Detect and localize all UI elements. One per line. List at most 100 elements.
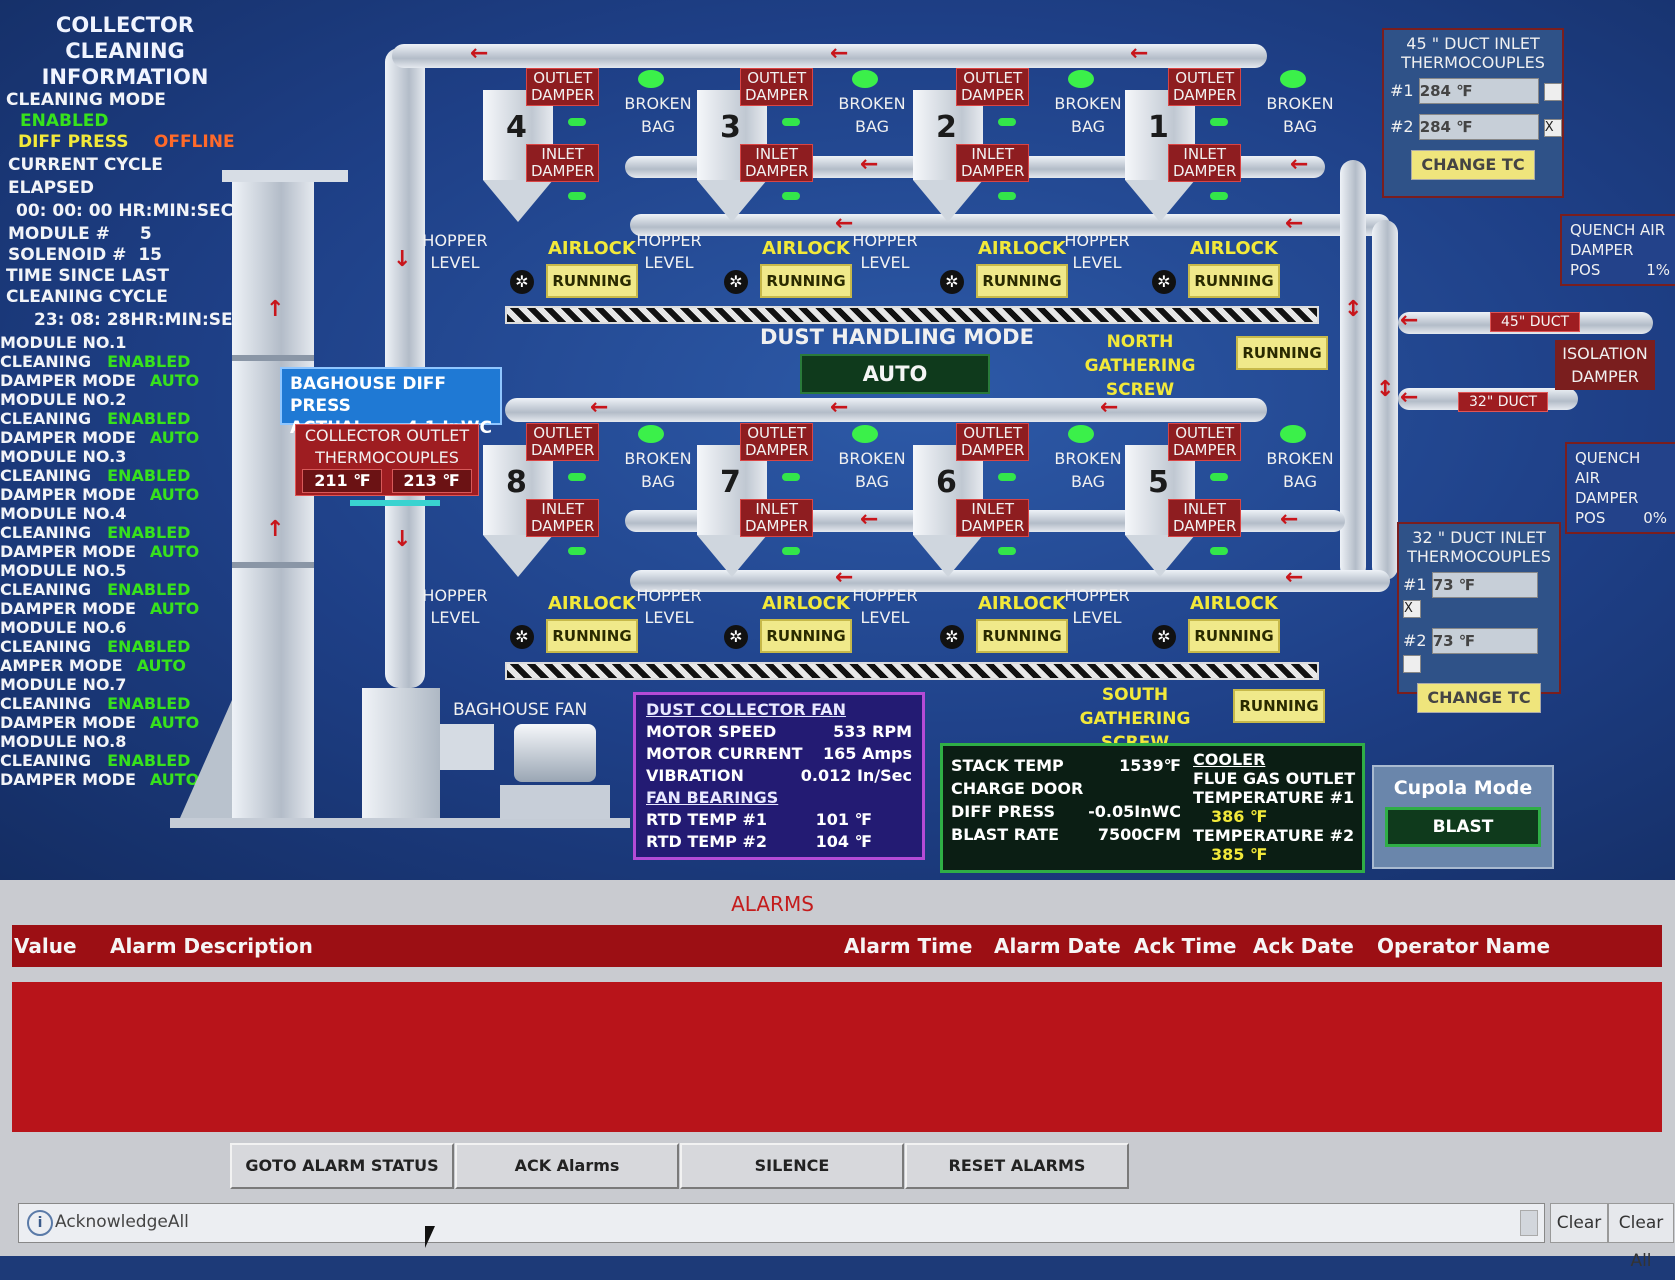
silence-button[interactable]: SILENCE [680,1143,904,1189]
quench-top-pos-value: 1% [1646,261,1670,279]
isolation-damper[interactable]: ISOLATION DAMPER [1555,340,1655,390]
module-damper-mode-label: DAMPER MODE [0,485,136,504]
module-cleaning-value: ENABLED [107,409,191,428]
hopper-label: HOPPER [1064,586,1130,605]
col-alarm-time[interactable]: Alarm Time [844,934,973,958]
fan-motor-icon [514,724,596,782]
damper-status-indicator [1210,192,1228,200]
clear-all-button[interactable]: Clear All [1608,1203,1674,1271]
rtd1-label: RTD TEMP #1 [646,810,767,829]
stack-cap [222,170,348,182]
col-ack-date[interactable]: Ack Date [1253,934,1354,958]
inlet-damper-label: INLET [755,500,799,518]
bag-label: BAG [1282,472,1318,491]
airlock-status[interactable]: RUNNING [760,264,852,298]
duct32-change-tc-button[interactable]: CHANGE TC [1417,683,1541,713]
col-value[interactable]: Value [14,934,77,958]
col-operator-name[interactable]: Operator Name [1377,934,1551,958]
airlock-status[interactable]: RUNNING [1188,619,1280,653]
goto-alarm-status-button[interactable]: GOTO ALARM STATUS [230,1143,454,1189]
spin-control-icon[interactable] [1520,1210,1538,1236]
inlet-damper-label: INLET [1183,500,1227,518]
outlet-damper-label-2: DAMPER [1173,86,1237,104]
elapsed-label: ELAPSED [8,178,95,198]
clear-button[interactable]: Clear [1550,1203,1608,1243]
airlock-status[interactable]: RUNNING [976,619,1068,653]
col-alarm-description[interactable]: Alarm Description [110,934,313,958]
time-since-label-line1: TIME SINCE LAST [6,266,170,286]
airlock-status[interactable]: RUNNING [760,619,852,653]
top-outlet-header [392,44,1267,68]
col-alarm-date[interactable]: Alarm Date [994,934,1121,958]
collector-outlet-title: COLLECTOR OUTLET [304,426,470,445]
middle-outlet-header [505,398,1267,422]
airlock-status[interactable]: RUNNING [1188,264,1280,298]
airlock-status[interactable]: RUNNING [546,264,638,298]
ack-alarms-button[interactable]: ACK Alarms [455,1143,679,1189]
airlock-rotor-icon: ✲ [1152,625,1176,649]
airlock-status[interactable]: RUNNING [976,264,1068,298]
left-arrow-icon: ← [1285,211,1304,236]
bag-label: BAG [1070,117,1106,136]
airlock-label: AIRLOCK [1190,238,1278,259]
stack-band [232,562,314,568]
reset-alarms-button[interactable]: RESET ALARMS [905,1143,1129,1189]
duct45-tc1-checkbox[interactable] [1543,82,1562,101]
south-gathering-screw-status[interactable]: RUNNING [1233,689,1325,723]
duct45-title: 45 " DUCT INLET [1406,34,1540,53]
loop-duct-right [1340,160,1366,580]
duct32-tc1-checkbox[interactable]: X [1403,599,1421,618]
temperature2-label: TEMPERATURE #2 [1193,826,1355,845]
quench-top-pos-label: POS [1570,261,1601,279]
duct45-change-tc-button[interactable]: CHANGE TC [1411,150,1535,180]
loop-duct-right-outer [1372,220,1398,580]
duct32-tc1-value: 73 ℉ [1431,572,1538,598]
col-ack-time[interactable]: Ack Time [1134,934,1237,958]
airlock-label: AIRLOCK [978,238,1066,259]
fan-motor-base [500,785,610,819]
duct32-tc2-checkbox[interactable] [1403,655,1421,673]
module-cleaning-value: ENABLED [107,580,191,599]
north-gathering-screw-status[interactable]: RUNNING [1236,336,1328,370]
airlock-rotor-icon: ✲ [510,625,534,649]
status-message-bar[interactable]: i AcknowledgeAll [18,1203,1545,1243]
collector-hopper[interactable] [1125,445,1195,577]
broken-label: BROKEN [624,449,692,468]
dust-handling-mode-value[interactable]: AUTO [800,354,990,394]
duct45-thermocouples-box: 45 " DUCT INLET THERMOCOUPLES #1 284 ℉ #… [1382,28,1564,198]
duct45-tc1-value: 284 ℉ [1418,78,1539,104]
duct45-tc2-checkbox[interactable]: X [1543,118,1562,137]
broken-bag-indicator-icon [1280,425,1306,443]
updown-arrow-icon: ↕ [1344,297,1363,322]
charge-diff-press-value: -0.05InWC [1088,802,1181,821]
inlet-damper-label: INLET [541,145,585,163]
broken-bag-indicator-icon [638,70,664,88]
module-number: 8 [506,465,527,500]
alarm-list[interactable] [12,982,1662,1132]
cupola-mode-value[interactable]: BLAST [1385,807,1541,847]
dust-handling-mode-label: DUST HANDLING MODE [760,325,1034,349]
broken-bag-indicator-icon [852,425,878,443]
airlock-status[interactable]: RUNNING [546,619,638,653]
